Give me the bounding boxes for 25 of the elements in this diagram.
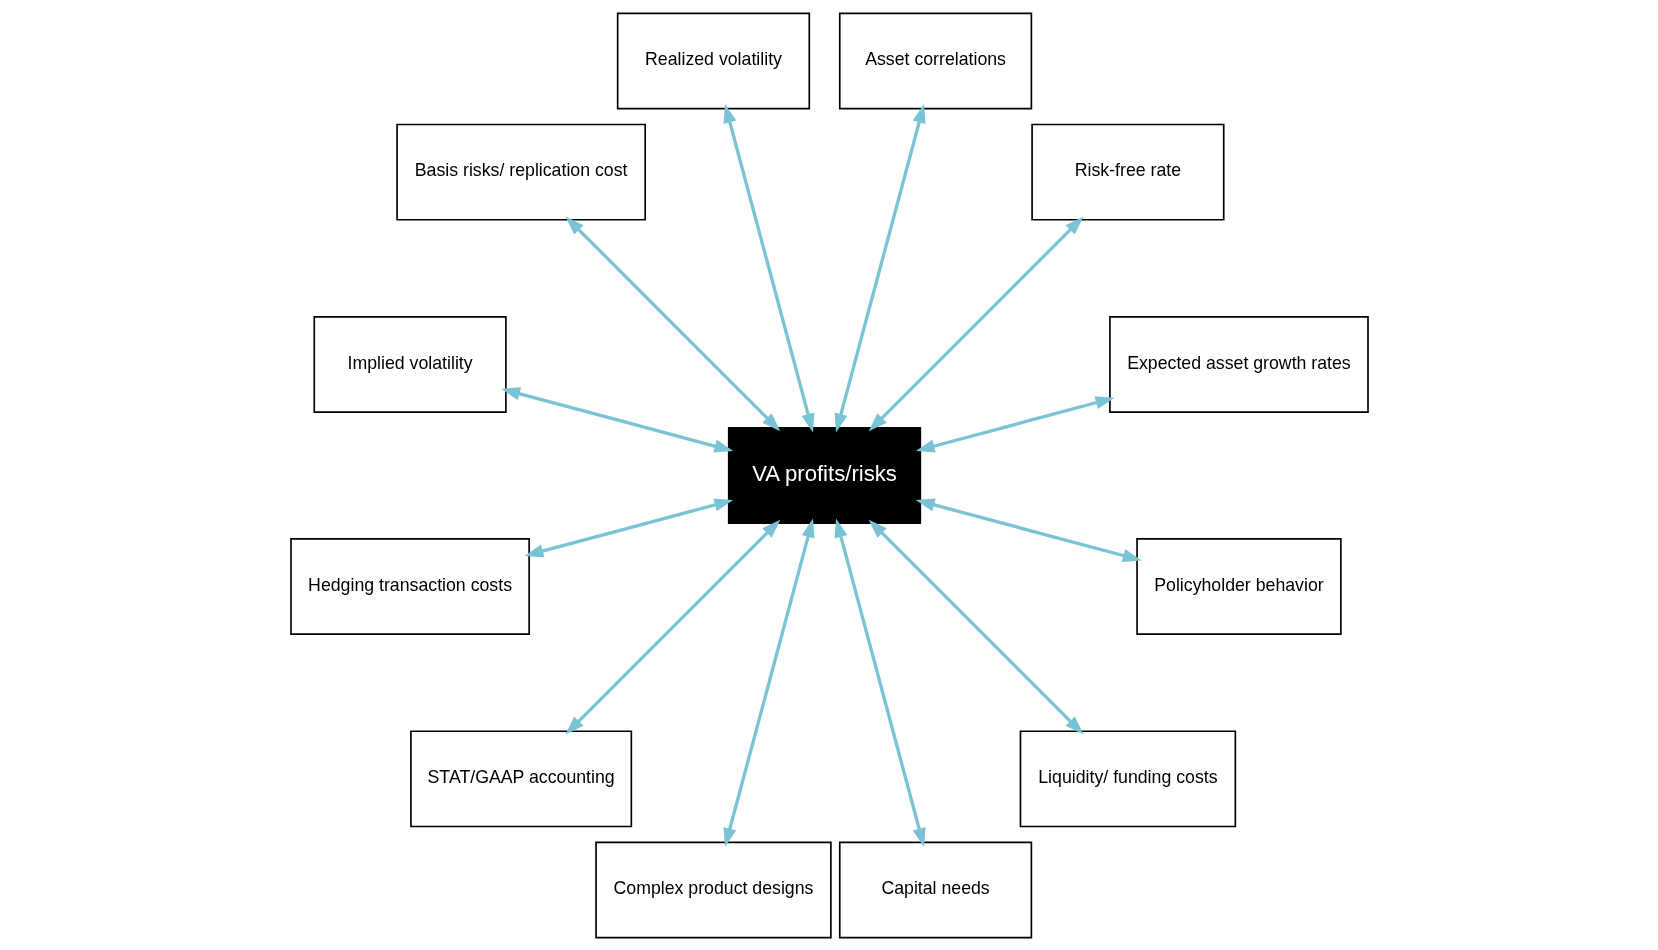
node-box: Expected asset growth rates xyxy=(1108,315,1369,413)
arrow xyxy=(834,518,926,847)
arrow xyxy=(524,497,733,557)
node-box: Implied volatility xyxy=(312,315,507,413)
node-box: Liquidity/ funding costs xyxy=(1019,729,1236,827)
node-box: STAT/GAAP accounting xyxy=(409,729,632,827)
node-box: VA profits/risks xyxy=(727,426,921,524)
arrow xyxy=(565,519,780,734)
arrow xyxy=(723,518,814,847)
node-box: Basis risks/ replication cost xyxy=(395,123,646,221)
node-box: Risk-free rate xyxy=(1030,123,1225,221)
arrow xyxy=(723,103,814,432)
node-box: Capital needs xyxy=(838,840,1032,938)
arrow xyxy=(915,497,1142,562)
node-box: Asset correlations xyxy=(838,12,1032,109)
node-box: Policyholder behavior xyxy=(1135,537,1342,635)
node-box: Complex product designs xyxy=(594,840,832,938)
arrow xyxy=(565,216,780,431)
node-box: Realized volatility xyxy=(616,12,810,109)
arrow xyxy=(834,103,926,432)
arrow xyxy=(500,386,733,453)
arrow xyxy=(915,395,1114,453)
arrow xyxy=(868,519,1083,734)
node-box: Hedging transaction costs xyxy=(289,537,530,635)
arrow xyxy=(868,216,1083,431)
